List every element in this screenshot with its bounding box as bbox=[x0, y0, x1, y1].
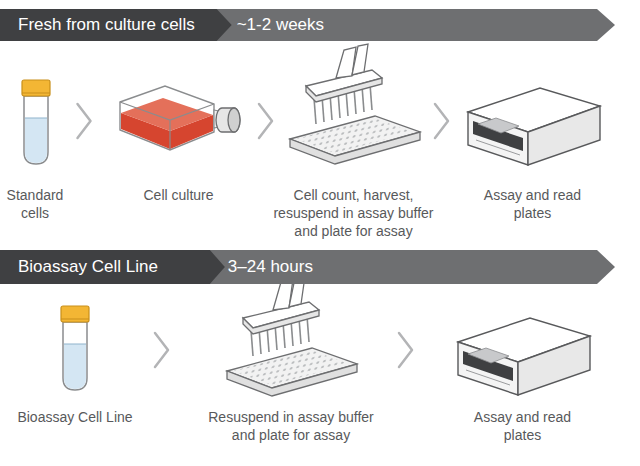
flask-icon bbox=[120, 86, 240, 150]
process-step: Standard cells bbox=[15, 66, 55, 176]
banner-title-band bbox=[0, 9, 232, 41]
step-chevron bbox=[155, 333, 168, 367]
step-caption: Cell culture bbox=[114, 186, 244, 204]
process-step: Assay and read plates bbox=[460, 66, 605, 176]
step-chevron bbox=[259, 104, 272, 138]
step-caption: Resuspend in assay buffer and plate for … bbox=[198, 408, 384, 444]
tube-icon bbox=[61, 306, 89, 390]
banner-title: Bioassay Cell Line bbox=[18, 250, 158, 284]
step-chevron bbox=[435, 104, 448, 138]
step-caption: Cell count, harvest, resuspend in assay … bbox=[263, 186, 445, 240]
timeline-banner: Fresh from culture cells ~1-2 weeks bbox=[0, 9, 640, 41]
step-caption: Bioassay Cell Line bbox=[0, 408, 150, 426]
step-chevron bbox=[399, 333, 412, 367]
tube-icon bbox=[22, 80, 50, 164]
plate-pipette-icon bbox=[290, 44, 420, 164]
plate-reader-icon bbox=[468, 88, 600, 165]
process-step: Bioassay Cell Line bbox=[50, 302, 100, 398]
step-chevron bbox=[78, 104, 91, 138]
process-step: Resuspend in assay buffer and plate for … bbox=[222, 302, 360, 398]
step-caption: Standard cells bbox=[0, 186, 71, 222]
step-caption: Assay and read plates bbox=[467, 408, 579, 444]
process-step: Cell culture bbox=[112, 66, 245, 176]
banner-duration-band bbox=[0, 250, 615, 284]
duration-label: 3–24 hours bbox=[228, 250, 313, 284]
timeline-banner: Bioassay Cell Line 3–24 hours bbox=[0, 250, 640, 284]
step-caption: Assay and read plates bbox=[477, 186, 589, 222]
banner-title-band bbox=[0, 250, 225, 284]
process-step: Cell count, harvest, resuspend in assay … bbox=[285, 66, 422, 176]
banner-duration-band bbox=[0, 9, 615, 41]
process-step: Assay and read plates bbox=[450, 302, 595, 398]
plate-reader-icon bbox=[458, 318, 590, 395]
duration-label: ~1-2 weeks bbox=[237, 9, 324, 41]
plate-pipette-icon bbox=[227, 276, 357, 396]
banner-title: Fresh from culture cells bbox=[18, 9, 195, 41]
